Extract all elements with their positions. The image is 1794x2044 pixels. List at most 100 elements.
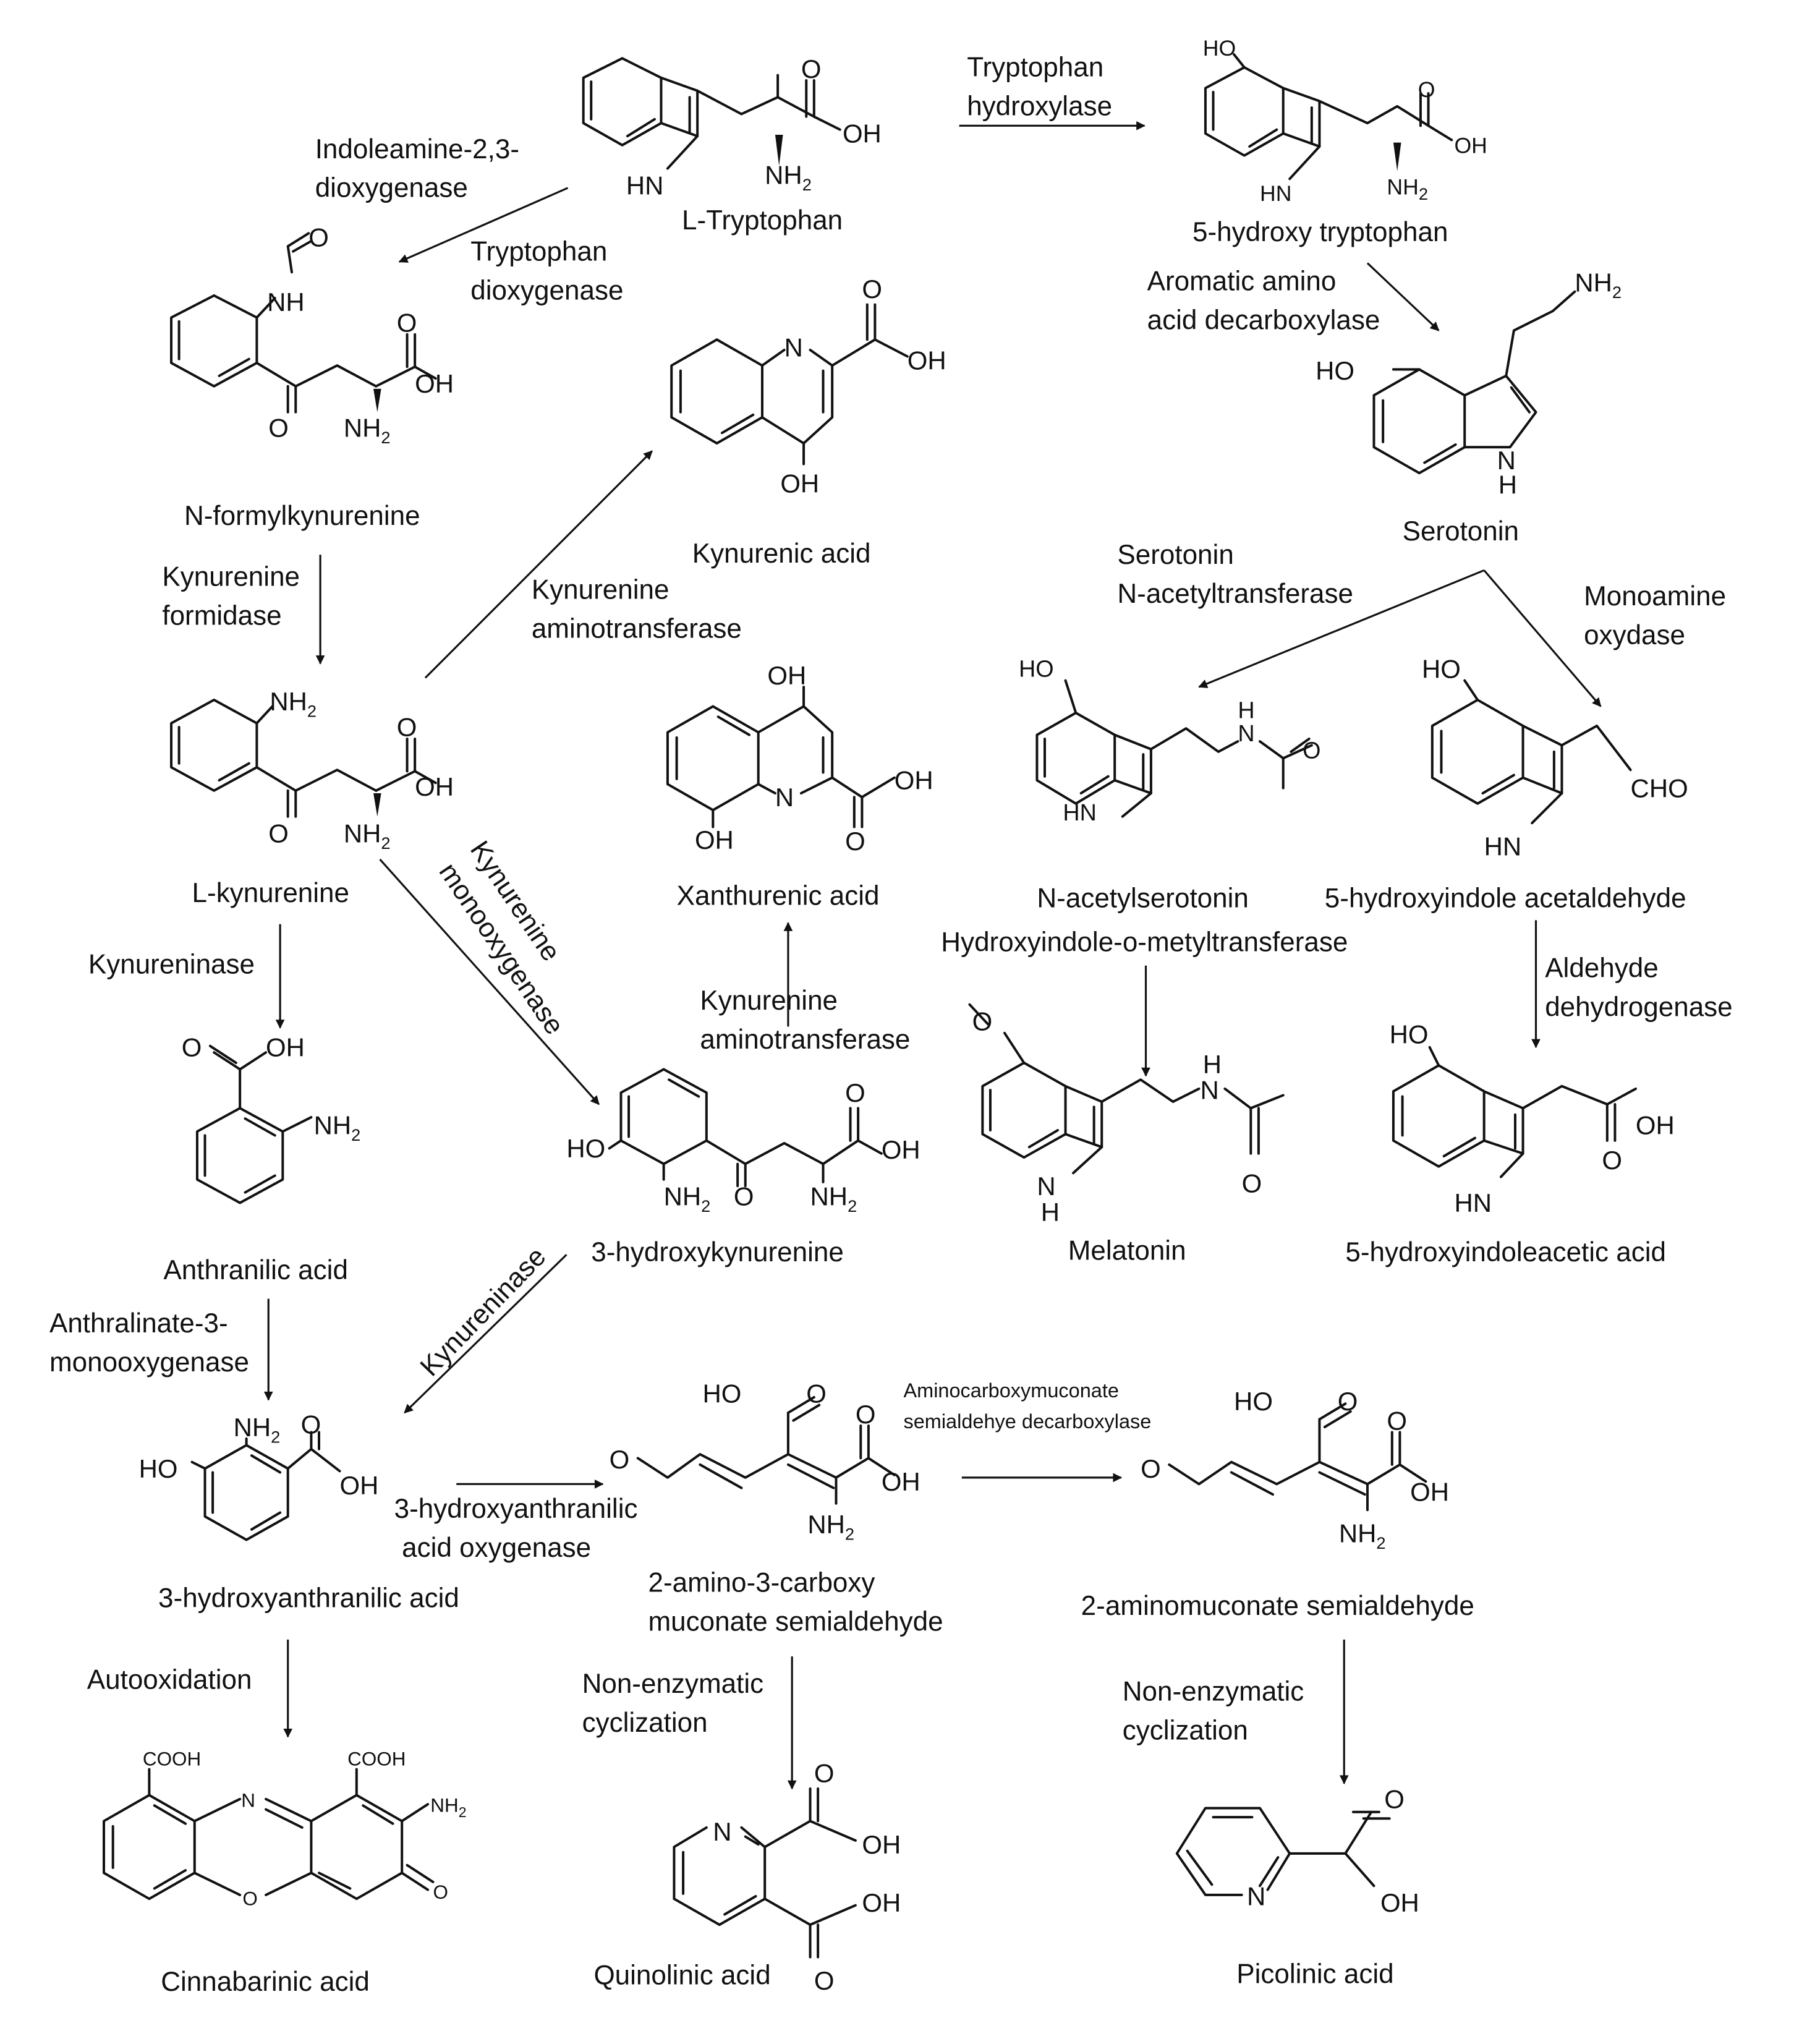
atom-label: O bbox=[734, 1182, 754, 1211]
compound-name: muconate semialdehyde bbox=[648, 1606, 943, 1637]
atom-label: HN bbox=[1454, 1188, 1492, 1217]
compound-name: Melatonin bbox=[1068, 1236, 1186, 1266]
enzyme-label: Tryptophan bbox=[967, 53, 1103, 83]
enzyme-label: Aldehyde bbox=[1545, 953, 1659, 984]
enzyme-label: aminotransferase bbox=[532, 613, 742, 644]
atom-label: O bbox=[814, 1966, 835, 1995]
atom-label: O bbox=[814, 1759, 835, 1788]
atom-label: OH bbox=[780, 469, 819, 498]
n-formylkynurenine-structure bbox=[170, 232, 437, 414]
enzyme-label: aminotransferase bbox=[700, 1024, 910, 1055]
enzyme-label: Indoleamine-2,3- bbox=[315, 134, 519, 164]
atom-label: O bbox=[806, 1379, 827, 1408]
atom-label: OH bbox=[266, 1033, 305, 1062]
compound-name: 3-hydroxykynurenine bbox=[591, 1237, 844, 1267]
compound-name: N-acetylserotonin bbox=[1037, 883, 1249, 913]
atom-label: NH2 bbox=[1387, 174, 1428, 203]
atom-label: OH bbox=[340, 1471, 379, 1500]
enzyme-label: Kynurenine bbox=[162, 562, 300, 592]
enzyme-label: Non-enzymatic bbox=[582, 1669, 764, 1699]
atom-label: O bbox=[845, 827, 865, 856]
atom-label: H bbox=[1041, 1198, 1060, 1227]
atom-label: NH2 bbox=[1575, 268, 1622, 302]
cinnabarinic-acid-structure bbox=[103, 1768, 435, 1901]
atom-label: O bbox=[1141, 1454, 1161, 1483]
atom-label: O bbox=[397, 309, 417, 338]
compound-name: Serotonin bbox=[1403, 516, 1519, 547]
atom-label: O bbox=[856, 1400, 876, 1429]
atom-label: CHO bbox=[1631, 773, 1688, 803]
compound-name: Xanthurenic acid bbox=[677, 880, 880, 911]
compound-name: 3-hydroxyanthranilic acid bbox=[158, 1583, 459, 1614]
atom-label: OH bbox=[908, 346, 946, 375]
enzyme-label: Kynurenine bbox=[700, 986, 838, 1016]
arrow-kmo bbox=[379, 858, 600, 1105]
atom-label: O bbox=[862, 275, 882, 304]
atom-label: HO bbox=[703, 1379, 742, 1408]
atom-label: N bbox=[784, 333, 803, 362]
enzyme-label: Kynurenine bbox=[532, 575, 670, 605]
compound-name: Picolinic acid bbox=[1236, 1959, 1393, 1989]
compound-name: Anthranilic acid bbox=[163, 1255, 347, 1285]
enzyme-label: Serotonin bbox=[1117, 540, 1233, 570]
atom-label: HO bbox=[566, 1134, 605, 1163]
compound-name: Quinolinic acid bbox=[593, 1961, 770, 1991]
enzyme-label: Monoamine bbox=[1584, 581, 1726, 611]
enzyme-label: Autooxidation bbox=[87, 1665, 252, 1695]
melatonin-structure bbox=[968, 1003, 1285, 1175]
arrow-aadc bbox=[1366, 262, 1440, 331]
compound-name: L-Tryptophan bbox=[682, 205, 843, 236]
atom-label: H bbox=[1238, 697, 1254, 723]
atom-label: OH bbox=[895, 766, 933, 795]
atom-label: O bbox=[1602, 1146, 1622, 1175]
atom-label: O bbox=[182, 1033, 202, 1062]
arrow-snat bbox=[1198, 569, 1485, 688]
enzyme-label: Aromatic amino bbox=[1147, 266, 1337, 297]
atom-label: NH2 bbox=[270, 687, 317, 720]
acmsa-structure bbox=[636, 1395, 896, 1505]
atom-label: OH bbox=[695, 825, 734, 854]
atom-label: HO bbox=[1316, 356, 1354, 385]
enzyme-label: Tryptophan bbox=[470, 236, 607, 266]
anthranilic-acid-structure bbox=[195, 1044, 313, 1204]
atom-label: HN bbox=[1484, 832, 1522, 861]
serotonin-structure bbox=[1372, 290, 1576, 475]
atom-label: HO bbox=[1422, 654, 1461, 683]
atom-label: N bbox=[1497, 446, 1516, 475]
atom-label: O bbox=[1303, 737, 1320, 763]
atom-label: O bbox=[845, 1078, 865, 1107]
atom-label: O bbox=[1242, 1169, 1262, 1198]
enzyme-label: monooxygenase bbox=[49, 1347, 249, 1378]
atom-label: HN bbox=[1063, 799, 1096, 825]
compound-name: N-formylkynurenine bbox=[184, 501, 420, 531]
atom-label: NH2 bbox=[234, 1413, 281, 1446]
compound-name: 2-aminomuconate semialdehyde bbox=[1081, 1591, 1474, 1621]
atom-label: OH bbox=[767, 661, 806, 690]
atom-label: N bbox=[241, 1789, 255, 1811]
atom-label: OH bbox=[1380, 1888, 1419, 1917]
atom-label: OH bbox=[882, 1135, 920, 1164]
atom-label: NH2 bbox=[664, 1182, 711, 1216]
enzyme-label: acid decarboxylase bbox=[1147, 305, 1380, 335]
enzyme-label: Hydroxyindole-o-metyltransferase bbox=[941, 927, 1348, 958]
atom-label: N bbox=[1238, 720, 1254, 746]
atom-label: HN bbox=[626, 171, 664, 200]
enzyme-label: Kynureninase bbox=[414, 1241, 551, 1382]
atom-label: O bbox=[1384, 1784, 1405, 1813]
atom-label: O bbox=[433, 1881, 448, 1903]
compound-name: L-kynurenine bbox=[192, 878, 349, 908]
atom-label: OH bbox=[1636, 1110, 1675, 1139]
atom-label: NH2 bbox=[344, 413, 391, 446]
enzyme-label: formidase bbox=[162, 600, 281, 631]
atom-label: HO bbox=[1390, 1020, 1429, 1049]
atom-label: NH2 bbox=[1339, 1519, 1386, 1552]
compound-name: 5-hydroxyindoleacetic acid bbox=[1345, 1237, 1666, 1267]
atom-label: O bbox=[1387, 1406, 1407, 1435]
atom-label: O bbox=[397, 713, 417, 742]
atom-label: O bbox=[801, 54, 822, 83]
atom-label: N bbox=[713, 1817, 731, 1846]
enzyme-label: Anthralinate-3- bbox=[49, 1308, 228, 1339]
atom-label: NH2 bbox=[810, 1182, 857, 1216]
enzyme-label: hydroxylase bbox=[967, 92, 1112, 122]
